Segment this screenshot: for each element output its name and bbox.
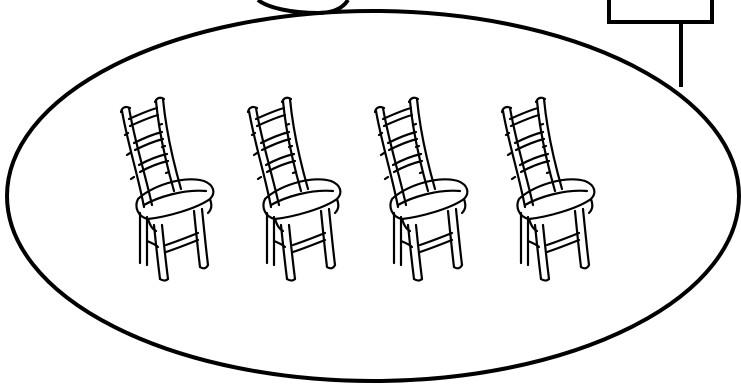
chair-icon (373, 96, 469, 282)
chair-icon (246, 96, 342, 282)
chair-icon (119, 96, 215, 282)
set-ellipse (5, 9, 741, 383)
chair-icon (500, 96, 596, 282)
label-box (607, 0, 714, 24)
